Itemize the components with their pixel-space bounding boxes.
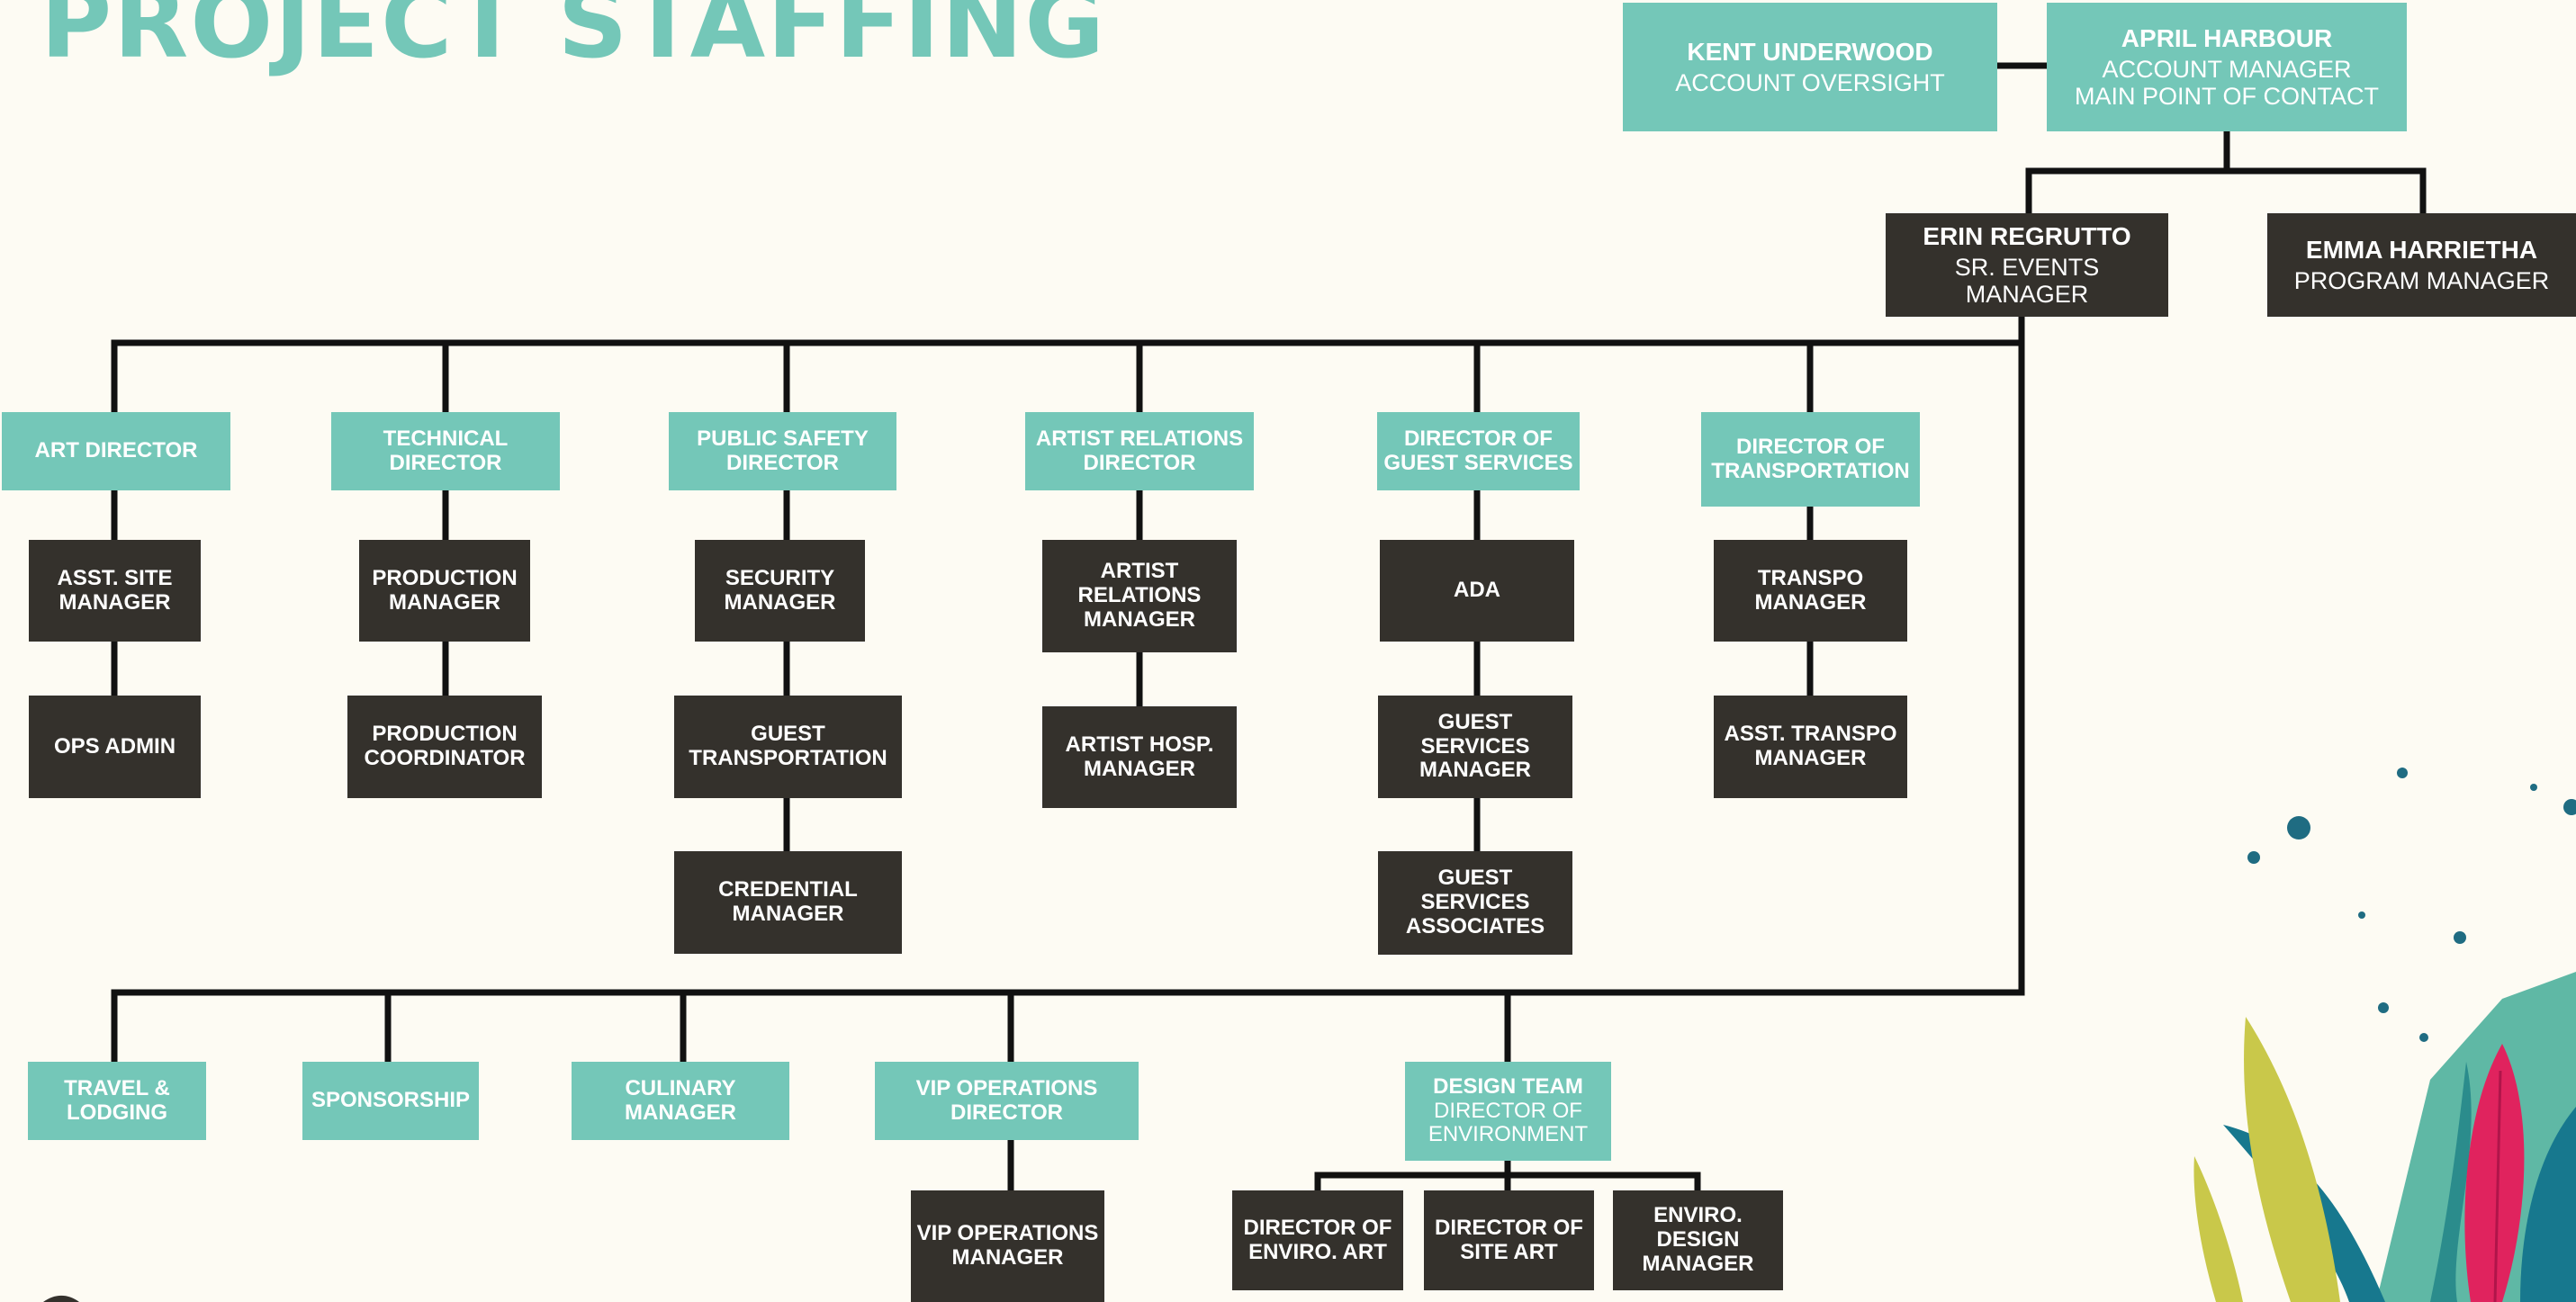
node-label: DIRECTOR OF GUEST SERVICES <box>1383 426 1573 475</box>
node-role: DIRECTOR OF ENVIRONMENT <box>1428 1098 1589 1147</box>
node-label: SPONSORSHIP <box>311 1088 471 1113</box>
node-role: SR. EVENTS MANAGER <box>1954 253 2100 309</box>
node-director-enviro-art: DIRECTOR OF ENVIRO. ART <box>1232 1190 1403 1290</box>
node-role: ACCOUNT OVERSIGHT <box>1675 69 1945 97</box>
node-label: TECHNICAL DIRECTOR <box>383 426 509 475</box>
node-label: ARTIST RELATIONS MANAGER <box>1077 559 1202 632</box>
node-production-manager: PRODUCTION MANAGER <box>359 540 530 642</box>
node-label: DIRECTOR OF ENVIRO. ART <box>1243 1215 1392 1264</box>
node-label: ASST. TRANSPO MANAGER <box>1724 722 1897 770</box>
node-artist-relations-manager: ARTIST RELATIONS MANAGER <box>1042 540 1237 652</box>
node-name: KENT UNDERWOOD <box>1687 37 1933 66</box>
node-name: EMMA HARRIETHA <box>2305 235 2538 264</box>
node-culinary-manager: CULINARY MANAGER <box>572 1062 789 1140</box>
node-label: PUBLIC SAFETY DIRECTOR <box>697 426 869 475</box>
node-production-coordinator: PRODUCTION COORDINATOR <box>347 696 542 798</box>
node-label: ADA <box>1454 578 1500 603</box>
node-guest-services-manager: GUEST SERVICES MANAGER <box>1378 696 1572 798</box>
node-label: TRAVEL & LODGING <box>64 1075 170 1125</box>
node-label: ARTIST HOSP. MANAGER <box>1065 732 1214 781</box>
node-art-director: ART DIRECTOR <box>2 412 230 490</box>
node-ada: ADA <box>1380 540 1574 642</box>
node-role: PROGRAM MANAGER <box>2293 267 2550 295</box>
node-label: TRANSPO MANAGER <box>1754 565 1867 615</box>
node-label: OPS ADMIN <box>53 733 176 759</box>
node-label: CULINARY MANAGER <box>625 1075 736 1125</box>
node-sponsorship: SPONSORSHIP <box>302 1062 479 1140</box>
node-role: ACCOUNT MANAGER <box>2102 55 2352 83</box>
node-emma-harrietha: EMMA HARRIETHA PROGRAM MANAGER <box>2267 213 2576 317</box>
node-design-team: DESIGN TEAM DIRECTOR OF ENVIRONMENT <box>1405 1062 1611 1161</box>
node-label: ENVIRO. DESIGN MANAGER <box>1642 1203 1754 1276</box>
node-security-manager: SECURITY MANAGER <box>695 540 865 642</box>
node-guest-services-associates: GUEST SERVICES ASSOCIATES <box>1378 851 1572 955</box>
node-technical-director: TECHNICAL DIRECTOR <box>331 412 560 490</box>
node-label: ASST. SITE MANAGER <box>57 565 173 615</box>
node-kent-underwood: KENT UNDERWOOD ACCOUNT OVERSIGHT <box>1623 3 1997 131</box>
node-asst-site-manager: ASST. SITE MANAGER <box>29 540 201 642</box>
node-name: APRIL HARBOUR <box>2121 23 2333 52</box>
node-vip-operations-director: VIP OPERATIONS DIRECTOR <box>875 1062 1139 1140</box>
node-label: PRODUCTION MANAGER <box>372 565 518 615</box>
node-label: GUEST SERVICES ASSOCIATES <box>1405 866 1545 938</box>
node-april-harbour: APRIL HARBOUR ACCOUNT MANAGER MAIN POINT… <box>2047 3 2407 131</box>
node-artist-hosp-manager: ARTIST HOSP. MANAGER <box>1042 706 1237 808</box>
node-name: ERIN REGRUTTO <box>1923 221 2131 250</box>
node-erin-regrutto: ERIN REGRUTTO SR. EVENTS MANAGER <box>1886 213 2168 317</box>
node-label: SECURITY MANAGER <box>724 565 836 615</box>
node-label: CREDENTIAL MANAGER <box>718 877 858 926</box>
node-public-safety-director: PUBLIC SAFETY DIRECTOR <box>669 412 896 490</box>
node-label: PRODUCTION COORDINATOR <box>364 722 526 770</box>
node-director-transportation: DIRECTOR OF TRANSPORTATION <box>1701 412 1920 507</box>
page-title: PROJECT STAFFING <box>41 0 1107 80</box>
node-label: GUEST TRANSPORTATION <box>689 722 887 770</box>
decorative-dots <box>2247 768 2576 1042</box>
node-enviro-design-manager: ENVIRO. DESIGN MANAGER <box>1613 1190 1783 1290</box>
node-guest-transportation: GUEST TRANSPORTATION <box>674 696 902 798</box>
node-vip-operations-manager: VIP OPERATIONS MANAGER <box>911 1190 1104 1302</box>
node-role-secondary: MAIN POINT OF CONTACT <box>2074 83 2379 111</box>
node-director-site-art: DIRECTOR OF SITE ART <box>1424 1190 1594 1290</box>
node-label: DIRECTOR OF TRANSPORTATION <box>1711 434 1910 483</box>
node-label: DIRECTOR OF SITE ART <box>1435 1215 1583 1264</box>
node-transpo-manager: TRANSPO MANAGER <box>1714 540 1907 642</box>
node-label: GUEST SERVICES MANAGER <box>1419 709 1531 783</box>
node-travel-lodging: TRAVEL & LODGING <box>28 1062 206 1140</box>
node-artist-relations-director: ARTIST RELATIONS DIRECTOR <box>1025 412 1254 490</box>
node-asst-transpo-manager: ASST. TRANSPO MANAGER <box>1714 696 1907 798</box>
node-label: ARTIST RELATIONS DIRECTOR <box>1035 426 1244 475</box>
node-director-guest-services: DIRECTOR OF GUEST SERVICES <box>1377 412 1580 490</box>
node-label: ART DIRECTOR <box>34 438 198 463</box>
node-name: DESIGN TEAM <box>1433 1073 1583 1099</box>
node-credential-manager: CREDENTIAL MANAGER <box>674 851 902 954</box>
node-label: VIP OPERATIONS DIRECTOR <box>915 1075 1098 1125</box>
node-ops-admin: OPS ADMIN <box>29 696 201 798</box>
node-label: VIP OPERATIONS MANAGER <box>916 1221 1099 1270</box>
